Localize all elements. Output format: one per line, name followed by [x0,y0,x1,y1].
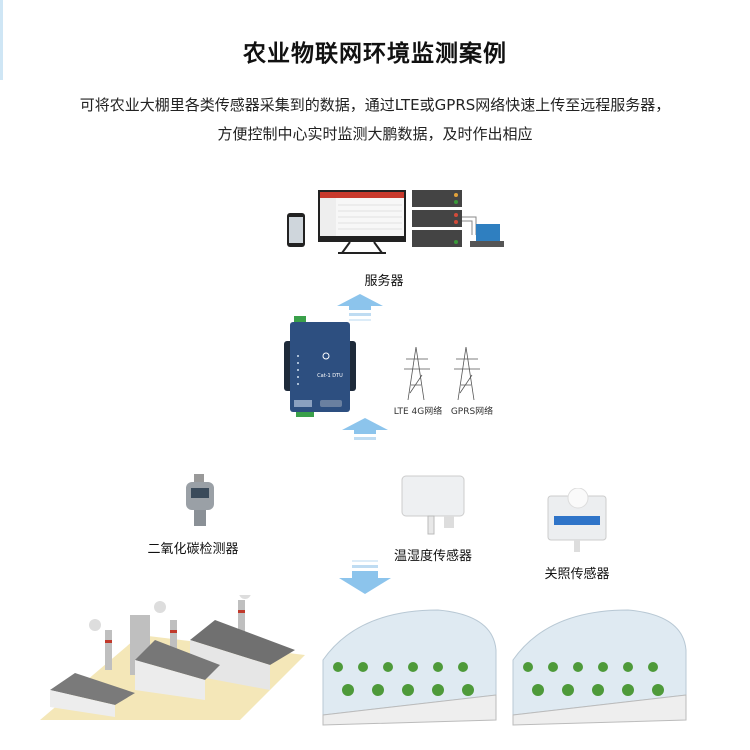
edge-decoration [0,0,3,80]
sensor-label-light: 关照传感器 [544,567,610,582]
light-sensor-icon [547,488,607,552]
arrow-up-icon [342,418,388,440]
page-title: 农业物联网环境监测案例 [243,41,507,67]
gprs-network-label: GPRS网络 [450,407,494,417]
server-rack-icon [412,190,462,247]
server-illustration [287,190,504,254]
monitor-icon [318,190,406,254]
description-line-2: 方便控制中心实时监测大鹏数据，及时作出相应 [217,125,533,143]
greenhouse-illustration [322,609,497,726]
description-line-1: 可将农业大棚里各类传感器采集到的数据，通过LTE或GPRS网络快速上传至远程服务… [79,96,671,114]
temp-humidity-sensor-icon [401,475,465,535]
sensor-label-co2: 二氧化碳检测器 [147,542,239,557]
laptop-icon [470,224,504,247]
dtu-model-text: Cat-1 DTU [317,373,343,379]
tower-icons [404,346,480,401]
lte-network-label: LTE 4G网络 [393,407,443,417]
arrow-up-icon [337,294,383,321]
phone-icon [287,213,305,247]
co2-detector-icon [186,474,214,526]
arrow-down-icon [339,560,391,594]
server-label: 服务器 [364,274,404,289]
sensor-label-temp-humidity: 温湿度传感器 [393,549,473,564]
greenhouse-illustration [512,609,687,726]
dtu-device [284,316,356,417]
factory-illustration [40,595,305,720]
